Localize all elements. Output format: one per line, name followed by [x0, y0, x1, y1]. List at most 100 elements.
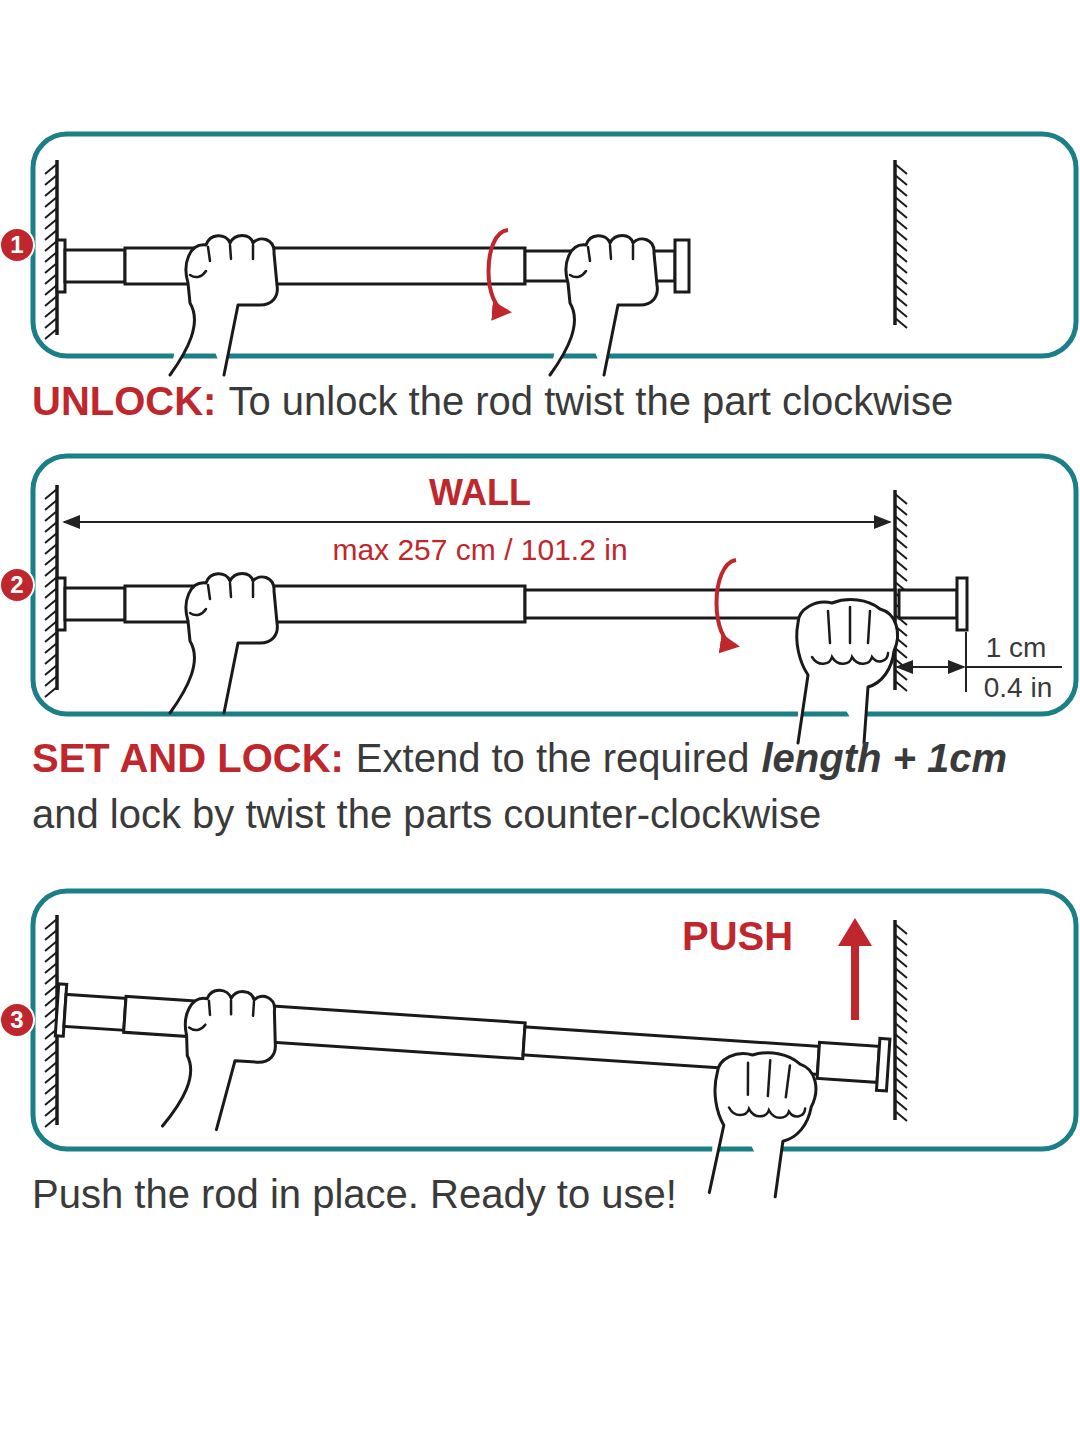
wall-hatch [45, 687, 57, 697]
wall-hatch [895, 285, 907, 295]
wall-hatch [45, 974, 57, 984]
wall-hatch [895, 968, 907, 978]
wall-hatch [895, 1001, 907, 1011]
wall-hatch [45, 1073, 57, 1083]
wall-hatch [45, 208, 57, 218]
wall-hatch [895, 164, 907, 174]
step-heading: SET AND LOCK: [32, 738, 344, 778]
step-text: Extend to the required [356, 738, 750, 778]
wall-hatch [895, 1034, 907, 1044]
step-text: Push the rod in place. Ready to use! [32, 1174, 677, 1214]
wall-hatch [895, 186, 907, 196]
hand [797, 600, 898, 743]
wall-hatch [45, 219, 57, 229]
wall-hatch [895, 935, 907, 945]
wall-hatch [45, 566, 57, 576]
wall-hatch [895, 681, 907, 691]
wall-hatch [45, 654, 57, 664]
wall-hatch [45, 1051, 57, 1061]
dimension-line [966, 666, 1062, 668]
wall-hatch [45, 230, 57, 240]
wall-hatch [895, 957, 907, 967]
push-arrow [851, 935, 859, 1020]
wall-hatch [895, 560, 907, 570]
wall-hatch [895, 538, 907, 548]
wall-hatch [45, 643, 57, 653]
dimension-value: max 257 cm / 101.2 in [332, 535, 627, 565]
wall-hatch [895, 296, 907, 306]
wall-hatch [895, 527, 907, 537]
wall-hatch [45, 500, 57, 510]
wall-hatch [45, 930, 57, 940]
wall-hatch [45, 511, 57, 521]
callout-number: 2 [0, 567, 35, 603]
dimension-value: 1 cm [986, 634, 1047, 662]
step-text: and lock by twist the parts counter-cloc… [32, 794, 821, 834]
wall-hatch [895, 1012, 907, 1022]
callout-number-text: 2 [10, 573, 23, 597]
wall-hatch [895, 1056, 907, 1066]
wall-hatch [895, 924, 907, 934]
wall-hatch [895, 1100, 907, 1110]
wall-hatch [895, 318, 907, 328]
wall-hatch [45, 996, 57, 1006]
hand [170, 236, 277, 376]
wall-hatch [895, 208, 907, 218]
step-text: To unlock the rod twist the part clockwi… [228, 381, 953, 421]
wall-hatch [45, 1084, 57, 1094]
wall-hatch [45, 329, 57, 339]
wall-hatch [45, 263, 57, 273]
wall-hatch [895, 197, 907, 207]
wall-hatch [45, 610, 57, 620]
wall-hatch [895, 1111, 907, 1121]
wall-hatch [895, 571, 907, 581]
wall-hatch [45, 533, 57, 543]
step-text-emphasis: length + 1cm [761, 738, 1007, 778]
wall-hatch [895, 494, 907, 504]
wall-hatch [45, 186, 57, 196]
dimension-label: WALL [429, 475, 531, 511]
callout-number: 1 [0, 227, 35, 263]
wall-hatch [45, 555, 57, 565]
wall-hatch [45, 577, 57, 587]
wall-hatch [895, 252, 907, 262]
wall-hatch [45, 665, 57, 675]
wall-hatch [895, 1045, 907, 1055]
wall-hatch [895, 307, 907, 317]
wall-hatch [45, 307, 57, 317]
push-arrow [838, 918, 872, 946]
wall-hatch [895, 1023, 907, 1033]
wall-hatch [895, 1067, 907, 1077]
wall-hatch [45, 632, 57, 642]
wall-hatch [895, 241, 907, 251]
wall-hatch [45, 919, 57, 929]
wall-hatch [45, 522, 57, 532]
step-heading: UNLOCK: [32, 381, 216, 421]
dimension-line [64, 521, 890, 523]
wall-hatch [895, 946, 907, 956]
step-panel [33, 134, 1076, 1149]
wall-hatch [895, 516, 907, 526]
callout-number: 3 [0, 1002, 35, 1038]
wall-hatch [895, 648, 907, 658]
wall-hatch [45, 1040, 57, 1050]
wall-hatch [45, 1106, 57, 1116]
wall-hatch [45, 164, 57, 174]
hand [550, 236, 657, 376]
wall-hatch [45, 985, 57, 995]
wall [45, 160, 907, 1127]
wall-hatch [45, 175, 57, 185]
wall-hatch [895, 263, 907, 273]
wall-hatch [45, 285, 57, 295]
action-label: PUSH [682, 916, 793, 956]
tension-rod [48, 979, 890, 1203]
dimension-line [897, 666, 964, 668]
wall-hatch [45, 197, 57, 207]
wall-hatch [895, 505, 907, 515]
wall-hatch [45, 599, 57, 609]
wall-hatch [45, 621, 57, 631]
wall-hatch [45, 963, 57, 973]
wall-hatch [895, 274, 907, 284]
wall-hatch [45, 274, 57, 284]
